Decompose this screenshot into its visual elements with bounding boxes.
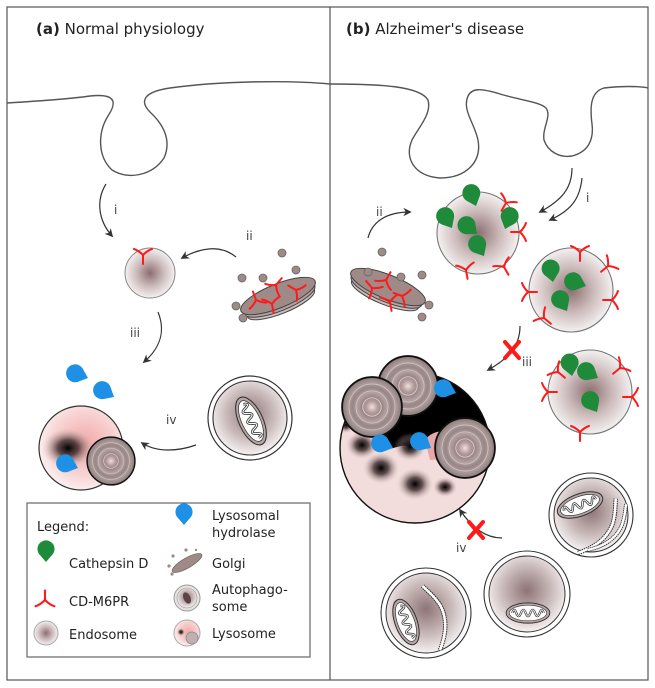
- panel-b-title: (b) Alzheimer's disease: [346, 20, 524, 38]
- panel-b: i ii: [329, 83, 649, 659]
- legend-label-lysosomal-hydrolase-2: hydrolase: [212, 526, 276, 541]
- legend-box: [26, 502, 311, 658]
- step-label-iv: iv: [166, 413, 176, 427]
- golgi-icon: [167, 548, 203, 576]
- step-label-iii: iii: [130, 326, 140, 340]
- legend-label-golgi: Golgi: [212, 557, 246, 572]
- endosome: [124, 247, 176, 299]
- autophagosome: [548, 472, 636, 560]
- autophagosome: [483, 550, 571, 638]
- legend-label-lysosome: Lysosome: [212, 627, 276, 642]
- endosome: [541, 349, 639, 442]
- legend-label-lysosomal-hydrolase-1: Lysosomal: [212, 509, 279, 524]
- arrow-ii: [367, 207, 412, 239]
- autophagosome-icon: [173, 584, 201, 612]
- golgi: [231, 248, 323, 329]
- plasma-membrane: [329, 83, 649, 179]
- step-label-i: i: [586, 191, 589, 205]
- step-label-iii: iii: [522, 355, 532, 369]
- arrow-iv: [459, 508, 503, 539]
- panel-a-title: (a) Normal physiology: [36, 20, 205, 38]
- endosome-icon: [33, 620, 59, 646]
- legend-label-autophagosome-2: some: [212, 600, 247, 615]
- arrow-i: [99, 183, 114, 238]
- legend-label-cd-m6pr: CD-M6PR: [69, 595, 129, 610]
- step-label-i: i: [114, 203, 117, 217]
- legend: Legend: Cathepsin D CD-M6PR Endosome Lys…: [26, 502, 311, 658]
- golgi: [343, 247, 434, 322]
- legend-title: Legend:: [37, 520, 89, 535]
- autophagosome: [207, 375, 293, 461]
- arrow-iii: [142, 311, 163, 364]
- step-label-ii: ii: [376, 205, 383, 219]
- step-label-iv: iv: [456, 541, 466, 555]
- arrow-ii: [180, 248, 237, 259]
- plasma-membrane: [6, 80, 331, 177]
- endosome: [432, 181, 527, 282]
- panel-a: i ii iii: [6, 80, 331, 658]
- arrow-iv: [140, 442, 197, 451]
- arrow-i: [538, 167, 573, 213]
- legend-label-endosome: Endosome: [69, 628, 137, 643]
- step-label-ii: ii: [246, 229, 253, 243]
- lysosome-icon: [173, 619, 201, 647]
- arrow-i: [548, 177, 583, 222]
- endosome: [521, 245, 620, 333]
- legend-label-autophagosome-1: Autophago-: [212, 583, 288, 598]
- lysosome: [38, 361, 136, 491]
- legend-label-cathepsin-d: Cathepsin D: [69, 557, 148, 572]
- autophagosome: [380, 567, 472, 659]
